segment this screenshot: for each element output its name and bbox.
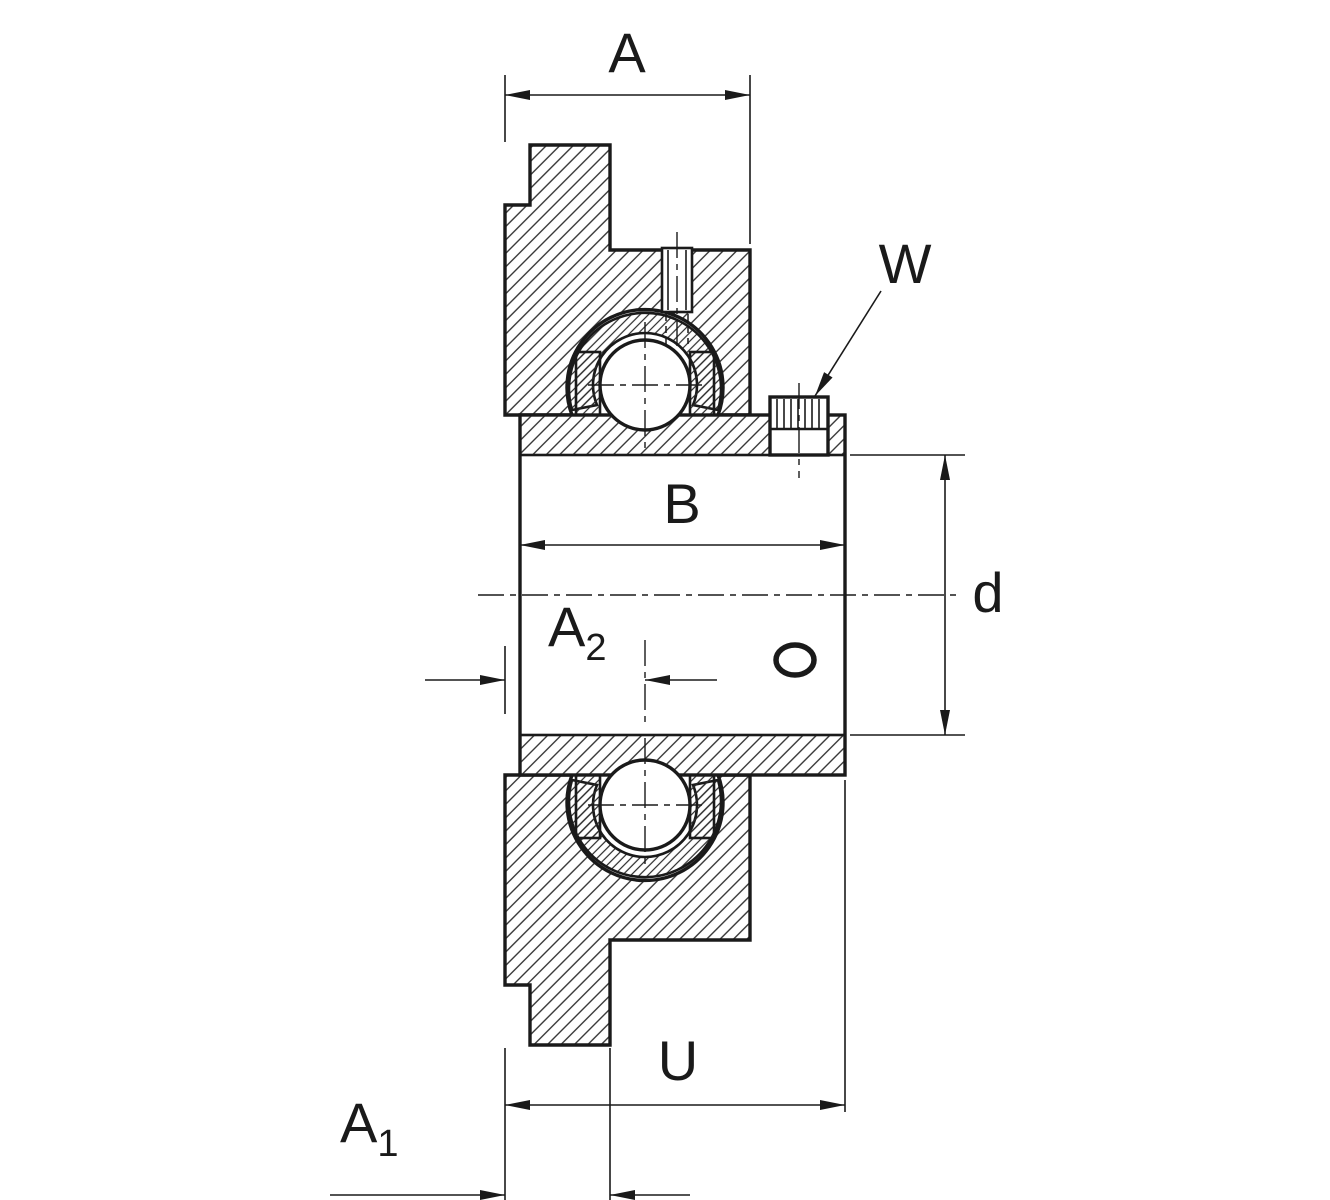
dimension-a2: A2: [425, 595, 717, 714]
outer-ring-top: [567, 311, 723, 412]
dim-w-label: W: [879, 232, 932, 295]
label-w: W: [814, 232, 932, 397]
dimension-a1: A1: [330, 1048, 690, 1200]
set-screw-knurl: [776, 399, 820, 429]
w-leader-line: [814, 290, 882, 397]
grub-screw: [660, 232, 694, 352]
dim-a1-label: A1: [340, 1091, 399, 1165]
outer-ring-bottom: [567, 778, 723, 879]
housing-section-top: [503, 143, 752, 417]
housing-section-bottom: [503, 773, 752, 1047]
bearing-bottom: [567, 738, 723, 879]
inner-ring-left-top: [574, 350, 602, 417]
sleeve-hole: [773, 642, 817, 678]
inner-ring-right-top: [688, 350, 716, 417]
sleeve-wall-bottom: [518, 733, 847, 777]
flange-housing-section: [503, 143, 752, 1047]
dim-b-label: B: [663, 472, 700, 535]
dim-a2-label: A2: [548, 595, 607, 669]
set-screw-w: [768, 383, 830, 478]
dimension-d: d: [850, 454, 1004, 736]
dimension-b: B: [520, 472, 845, 550]
bearing-top: [567, 311, 723, 452]
inner-ring-left-bottom: [574, 773, 602, 840]
dimension-a: A: [504, 21, 751, 244]
dimension-u: U: [505, 780, 846, 1112]
dim-a-label: A: [608, 21, 646, 84]
dim-d-label: d: [972, 561, 1003, 624]
inner-ring-right-bottom: [688, 773, 716, 840]
dim-u-label: U: [658, 1029, 698, 1092]
